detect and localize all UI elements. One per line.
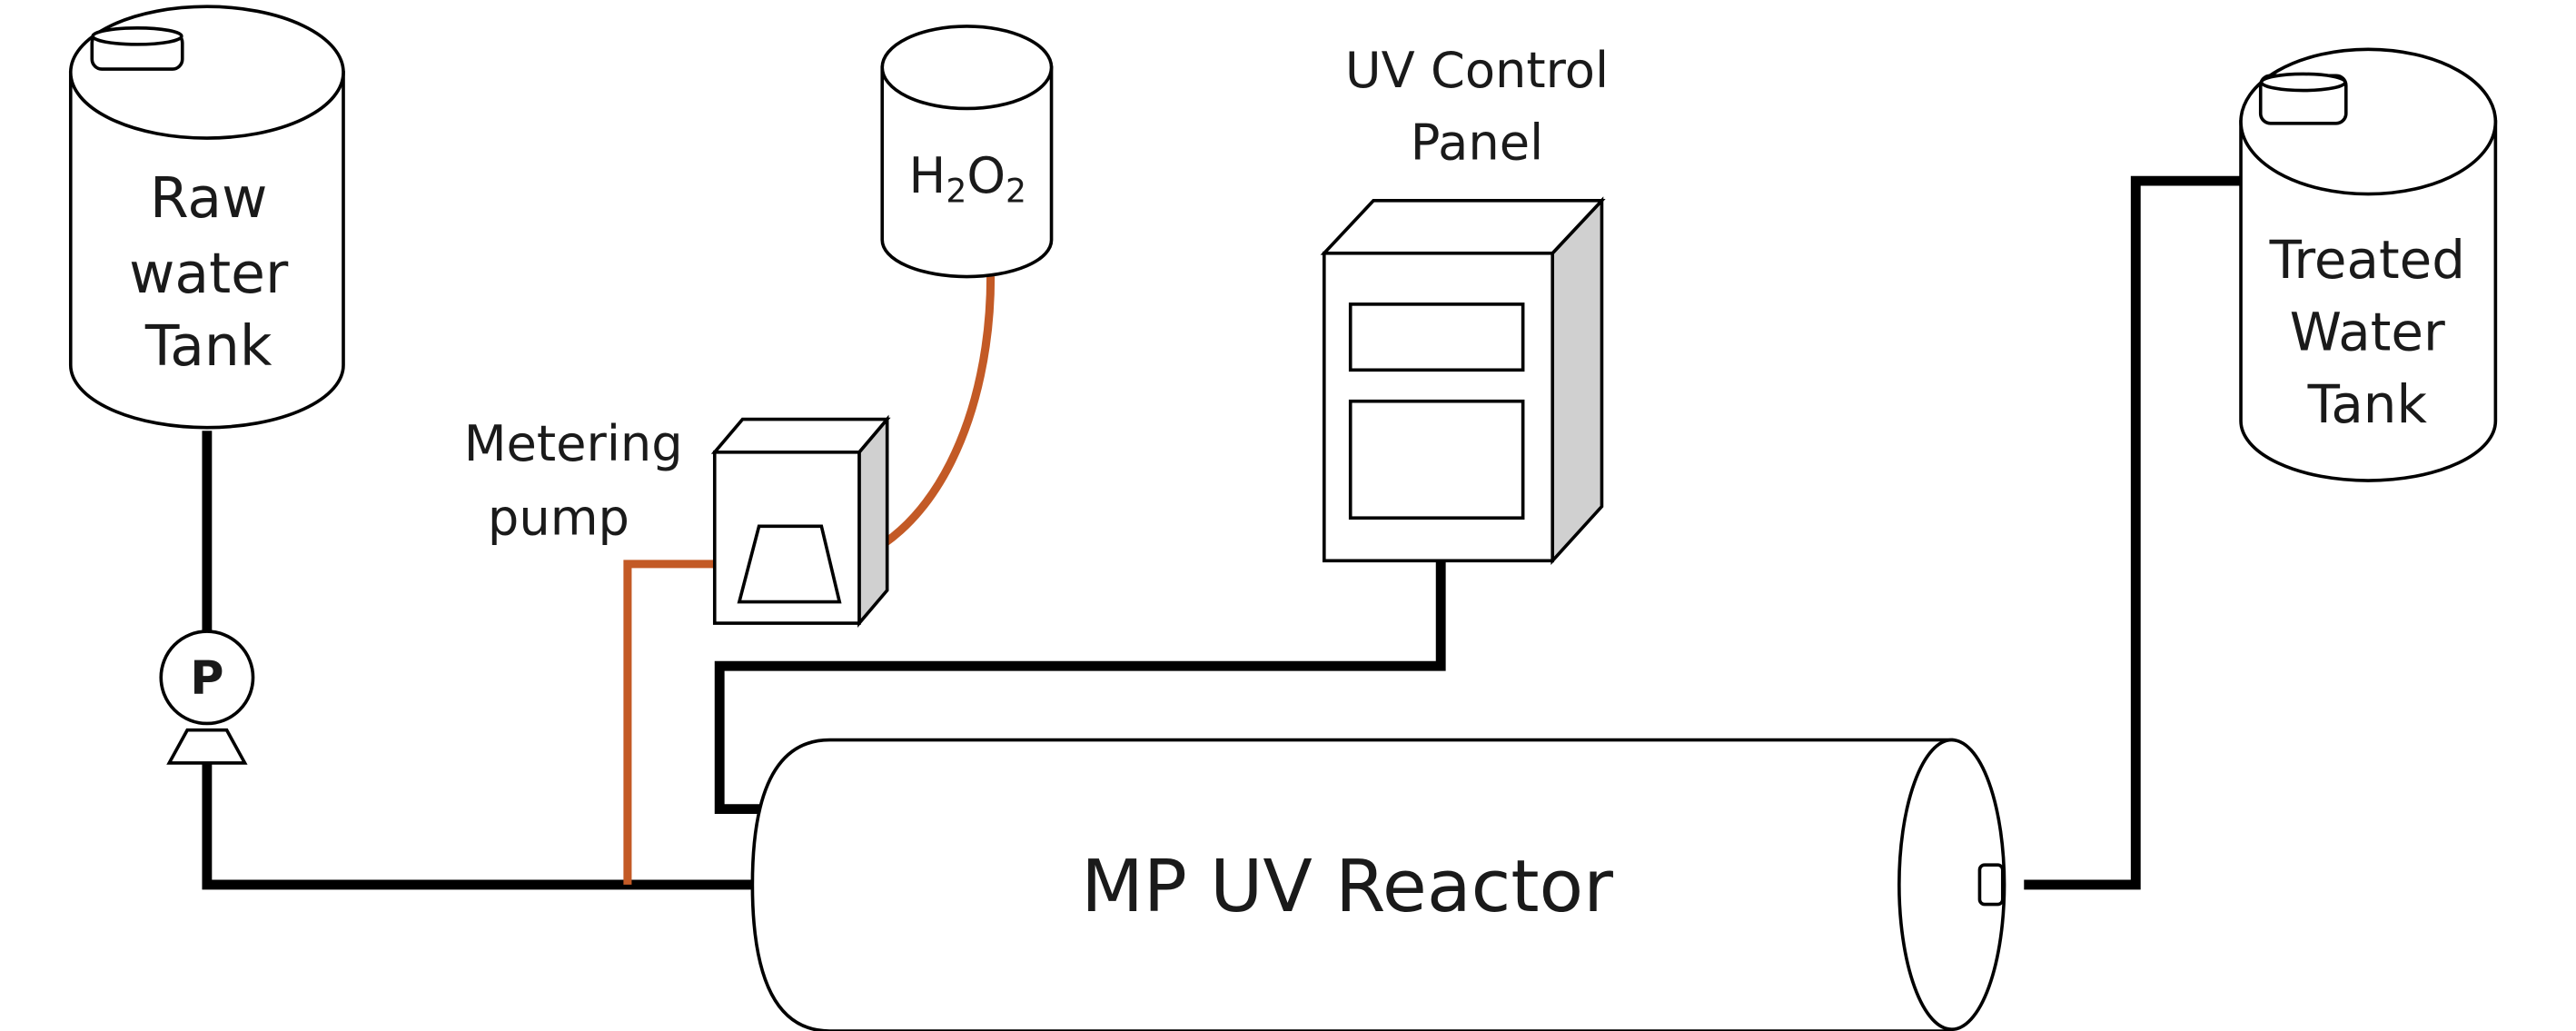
treated-tank-label-2: Water xyxy=(2290,302,2445,363)
pump-symbol: P xyxy=(190,651,223,705)
control-panel-label-2: Panel xyxy=(1411,114,1543,172)
raw-tank-label-2: water xyxy=(129,241,289,306)
panel-screen xyxy=(1348,399,1525,520)
metering-pump: Metering pump xyxy=(464,414,891,628)
control-cable xyxy=(714,560,1446,815)
uv-control-panel: UV Control Panel xyxy=(1320,42,1609,565)
treated-tank-label-1: Treated xyxy=(2269,229,2465,291)
raw-tank-label-1: Raw xyxy=(150,165,267,231)
panel-display xyxy=(1348,302,1525,372)
pump-head-icon xyxy=(737,524,842,604)
raw-tank-label-3: Tank xyxy=(144,313,272,379)
treated-tank-label-3: Tank xyxy=(2307,373,2428,435)
metering-pump-label-1: Metering xyxy=(464,415,683,472)
raw-water-tank: Raw water Tank xyxy=(68,5,345,430)
feed-pump-icon: P xyxy=(159,630,255,765)
h2o2-tank: H2O2 xyxy=(880,25,1054,279)
control-panel-label-1: UV Control xyxy=(1345,42,1609,99)
tank-lid-icon xyxy=(90,25,184,71)
treated-water-tank: Treated Water Tank xyxy=(2239,47,2498,482)
raw-water-pipe xyxy=(202,431,759,890)
h2o2-label: H2O2 xyxy=(909,147,1027,211)
mp-uv-reactor: MP UV Reactor xyxy=(750,738,2006,1031)
reactor-label: MP UV Reactor xyxy=(1081,844,1613,928)
tank-lid-icon xyxy=(2258,72,2348,125)
metering-pump-label-2: pump xyxy=(488,489,629,546)
treated-water-pipe xyxy=(2024,175,2244,890)
reactor-outlet-port xyxy=(1977,863,2005,907)
